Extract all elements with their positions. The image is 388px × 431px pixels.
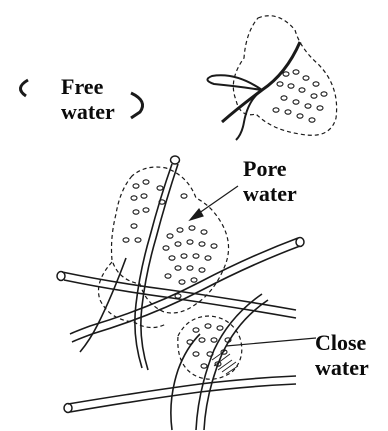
top-boundary-dashed bbox=[233, 16, 336, 136]
fiber-end-cap-right bbox=[296, 238, 304, 247]
pore-water-label-line-1: Pore bbox=[243, 156, 297, 181]
fiber-end-cap-left bbox=[57, 272, 65, 281]
crescent-droplet-right-icon bbox=[131, 93, 143, 118]
fiber-long-bottom-edge bbox=[64, 280, 296, 318]
free-water-label-line-1: Free bbox=[61, 74, 115, 99]
top-fiber-cluster bbox=[207, 16, 336, 140]
top-fiber-loop bbox=[207, 75, 262, 90]
close-water-label: Close water bbox=[315, 330, 369, 380]
fiber-end-cap-top bbox=[171, 156, 180, 164]
fiber-curve-left-low bbox=[171, 334, 200, 430]
close-water-label-line-2: water bbox=[315, 355, 369, 380]
top-fiber-branch bbox=[236, 90, 262, 140]
pore-water-label-line-2: water bbox=[243, 181, 297, 206]
free-water-label: Free water bbox=[61, 74, 115, 124]
free-water-label-line-2: water bbox=[61, 99, 115, 124]
top-pore-dots bbox=[273, 70, 327, 122]
close-water-label-line-1: Close bbox=[315, 330, 369, 355]
fiber-bottom-long-top bbox=[68, 376, 296, 404]
pore-dots-upper-left bbox=[123, 180, 187, 242]
pore-water-arrowhead bbox=[190, 209, 203, 220]
fiber-diagonal-top bbox=[70, 238, 298, 334]
crescent-droplet-left-icon bbox=[20, 80, 28, 96]
fiber-curve-up-right-inner bbox=[204, 300, 268, 430]
fiber-diagonal-bottom bbox=[72, 246, 300, 342]
pore-water-label: Pore water bbox=[243, 156, 297, 206]
fiber-vertical-left bbox=[135, 164, 172, 368]
fiber-thin-left bbox=[80, 258, 126, 352]
close-water-leader bbox=[226, 338, 316, 346]
lower-dashed-boundary bbox=[99, 262, 167, 328]
fiber-end-cap-bottom-left bbox=[64, 404, 72, 413]
